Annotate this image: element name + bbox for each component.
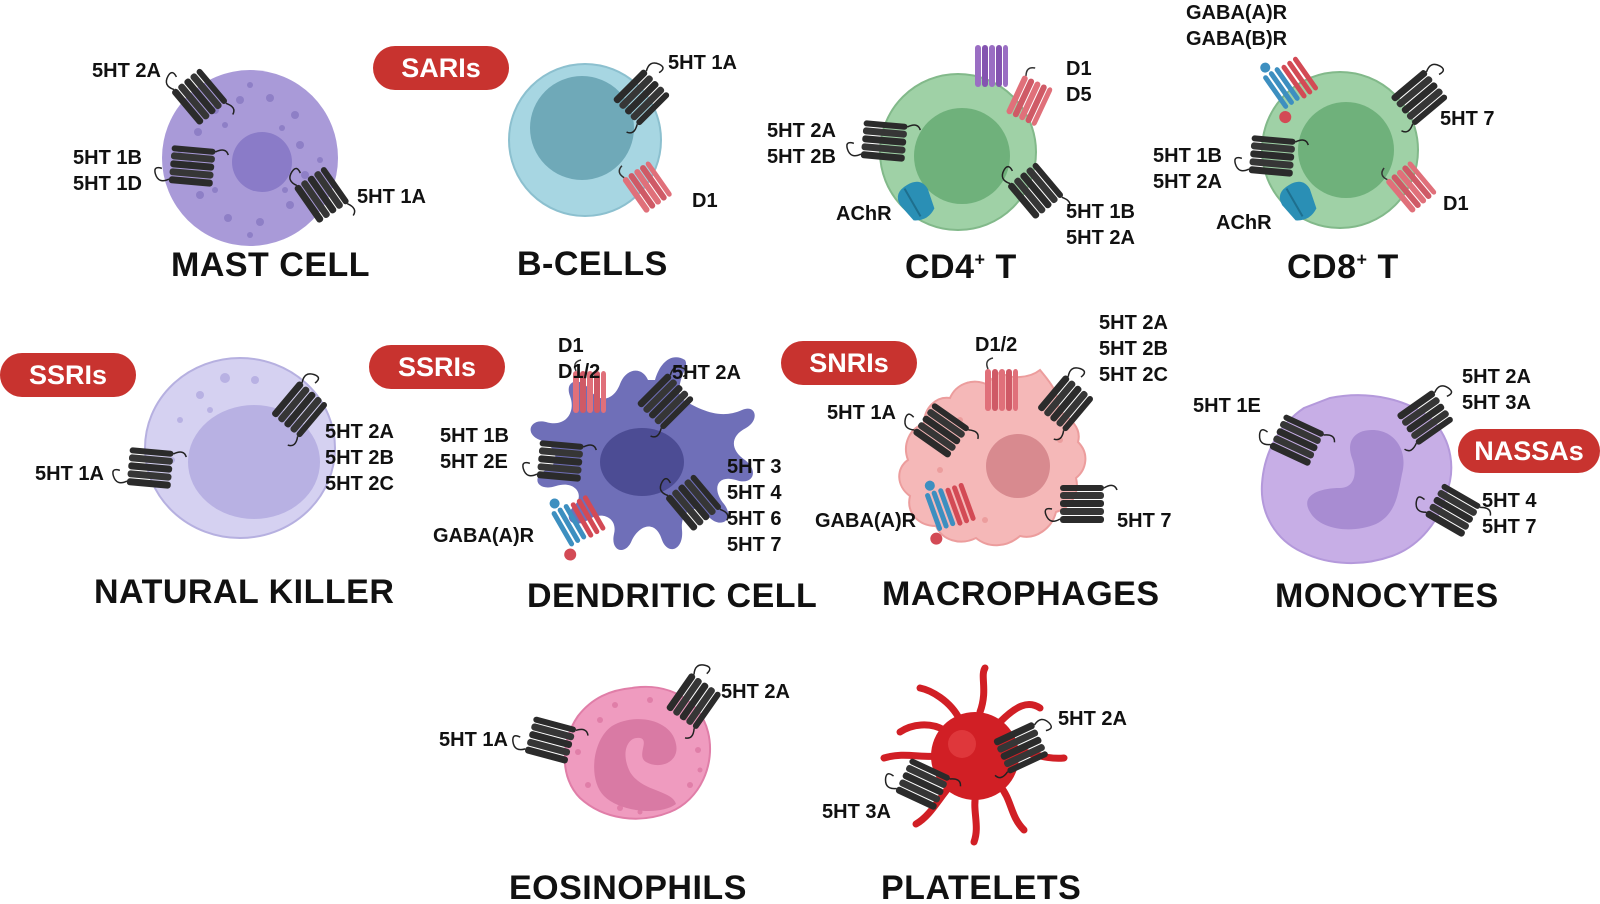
mast-cell-illustration bbox=[153, 55, 359, 246]
receptor-label: 5HT 1A bbox=[35, 463, 104, 485]
monocyte-illustration bbox=[1254, 380, 1494, 564]
cell-title-cd8-sup: + bbox=[1356, 249, 1368, 270]
receptor-label: 5HT 1B 5HT 2A bbox=[1066, 201, 1135, 249]
receptor-label: 5HT 3A bbox=[822, 801, 891, 823]
cd8-t-cell-illustration bbox=[1233, 45, 1461, 229]
cell-title-dendritic-cell: DENDRITIC CELL bbox=[527, 577, 818, 615]
natural-killer-illustration bbox=[111, 357, 339, 539]
macrophage-illustration bbox=[898, 357, 1118, 547]
receptor-label: GABA(A)R bbox=[433, 525, 535, 547]
receptor-label: 5HT 7 bbox=[1440, 108, 1495, 130]
cd4-t-cell-illustration bbox=[845, 45, 1074, 231]
receptor-label: 5HT 7 bbox=[1117, 510, 1172, 532]
cell-title-cd4-sup: + bbox=[974, 249, 986, 270]
receptor-label: 5HT 3 5HT 4 5HT 6 5HT 7 bbox=[727, 456, 782, 556]
receptor-label: 5HT 2A bbox=[1058, 708, 1127, 730]
receptor-label: 5HT 1A bbox=[357, 186, 426, 208]
cell-title-cd4-main: CD4 bbox=[905, 248, 975, 286]
cell-title-cd8-end: T bbox=[1367, 248, 1399, 286]
receptor-label: AChR bbox=[836, 203, 892, 225]
cell-title-natural-killer: NATURAL KILLER bbox=[94, 573, 395, 611]
receptor-label: 5HT 4 5HT 7 bbox=[1482, 490, 1537, 538]
receptor-label: 5HT 1B 5HT 2A bbox=[1153, 145, 1222, 193]
receptor-label: 5HT 1A bbox=[668, 52, 737, 74]
cell-title-cd4-end: T bbox=[985, 248, 1017, 286]
receptor-label: D1 D1/2 bbox=[558, 335, 601, 383]
cell-title-cd4-t: CD4+ T bbox=[905, 248, 1017, 287]
cell-title-mast-cell: MAST CELL bbox=[171, 246, 371, 284]
platelet-illustration bbox=[880, 664, 1068, 846]
drug-pill-ssris-nk: SSRIs bbox=[0, 353, 136, 397]
receptor-label: AChR bbox=[1216, 212, 1272, 234]
receptor-label: 5HT 2A 5HT 2B 5HT 2C bbox=[325, 421, 394, 495]
receptor-label: 5HT 2A bbox=[672, 362, 741, 384]
cell-title-cd8-t: CD8+ T bbox=[1287, 248, 1399, 287]
receptor-label: 5HT 2A 5HT 2B bbox=[767, 120, 836, 168]
cell-title-platelets: PLATELETS bbox=[881, 869, 1082, 904]
cell-title-macrophages: MACROPHAGES bbox=[882, 575, 1160, 613]
receptor-label: 5HT 1E bbox=[1193, 395, 1261, 417]
drug-pill-snris: SNRIs bbox=[781, 341, 917, 385]
cell-title-cd8-main: CD8 bbox=[1287, 248, 1357, 286]
receptor-label: D1 bbox=[692, 190, 718, 212]
cell-title-eosinophils: EOSINOPHILS bbox=[509, 869, 747, 904]
receptor-label: 5HT 2A 5HT 3A bbox=[1462, 366, 1531, 414]
receptor-label: GABA(A)R GABA(B)R bbox=[1186, 2, 1288, 50]
dendritic-cell-illustration bbox=[521, 357, 755, 563]
b-cell-illustration bbox=[508, 57, 682, 217]
receptor-label: 5HT 1B 5HT 2E bbox=[440, 425, 509, 473]
receptor-label: 5HT 1A bbox=[439, 729, 508, 751]
eosinophil-illustration bbox=[509, 659, 732, 820]
drug-pill-nassas: NASSAs bbox=[1458, 429, 1600, 473]
receptor-label: 5HT 2A 5HT 2B 5HT 2C bbox=[1099, 312, 1168, 386]
receptor-label: 5HT 1B 5HT 1D bbox=[73, 147, 142, 195]
receptor-label: D1/2 bbox=[975, 334, 1018, 356]
receptor-label: 5HT 1A bbox=[827, 402, 896, 424]
cell-title-monocytes: MONOCYTES bbox=[1275, 577, 1499, 615]
cell-title-b-cells: B-CELLS bbox=[517, 245, 668, 283]
receptor-label: 5HT 2A bbox=[721, 681, 790, 703]
receptor-label: D1 D5 bbox=[1066, 58, 1092, 106]
receptor-label: D1 bbox=[1443, 193, 1469, 215]
receptor-label: 5HT 2A bbox=[92, 60, 161, 82]
drug-pill-saris: SARIs bbox=[373, 46, 509, 90]
drug-pill-ssris-dc: SSRIs bbox=[369, 345, 505, 389]
receptor-label: GABA(A)R bbox=[815, 510, 917, 532]
